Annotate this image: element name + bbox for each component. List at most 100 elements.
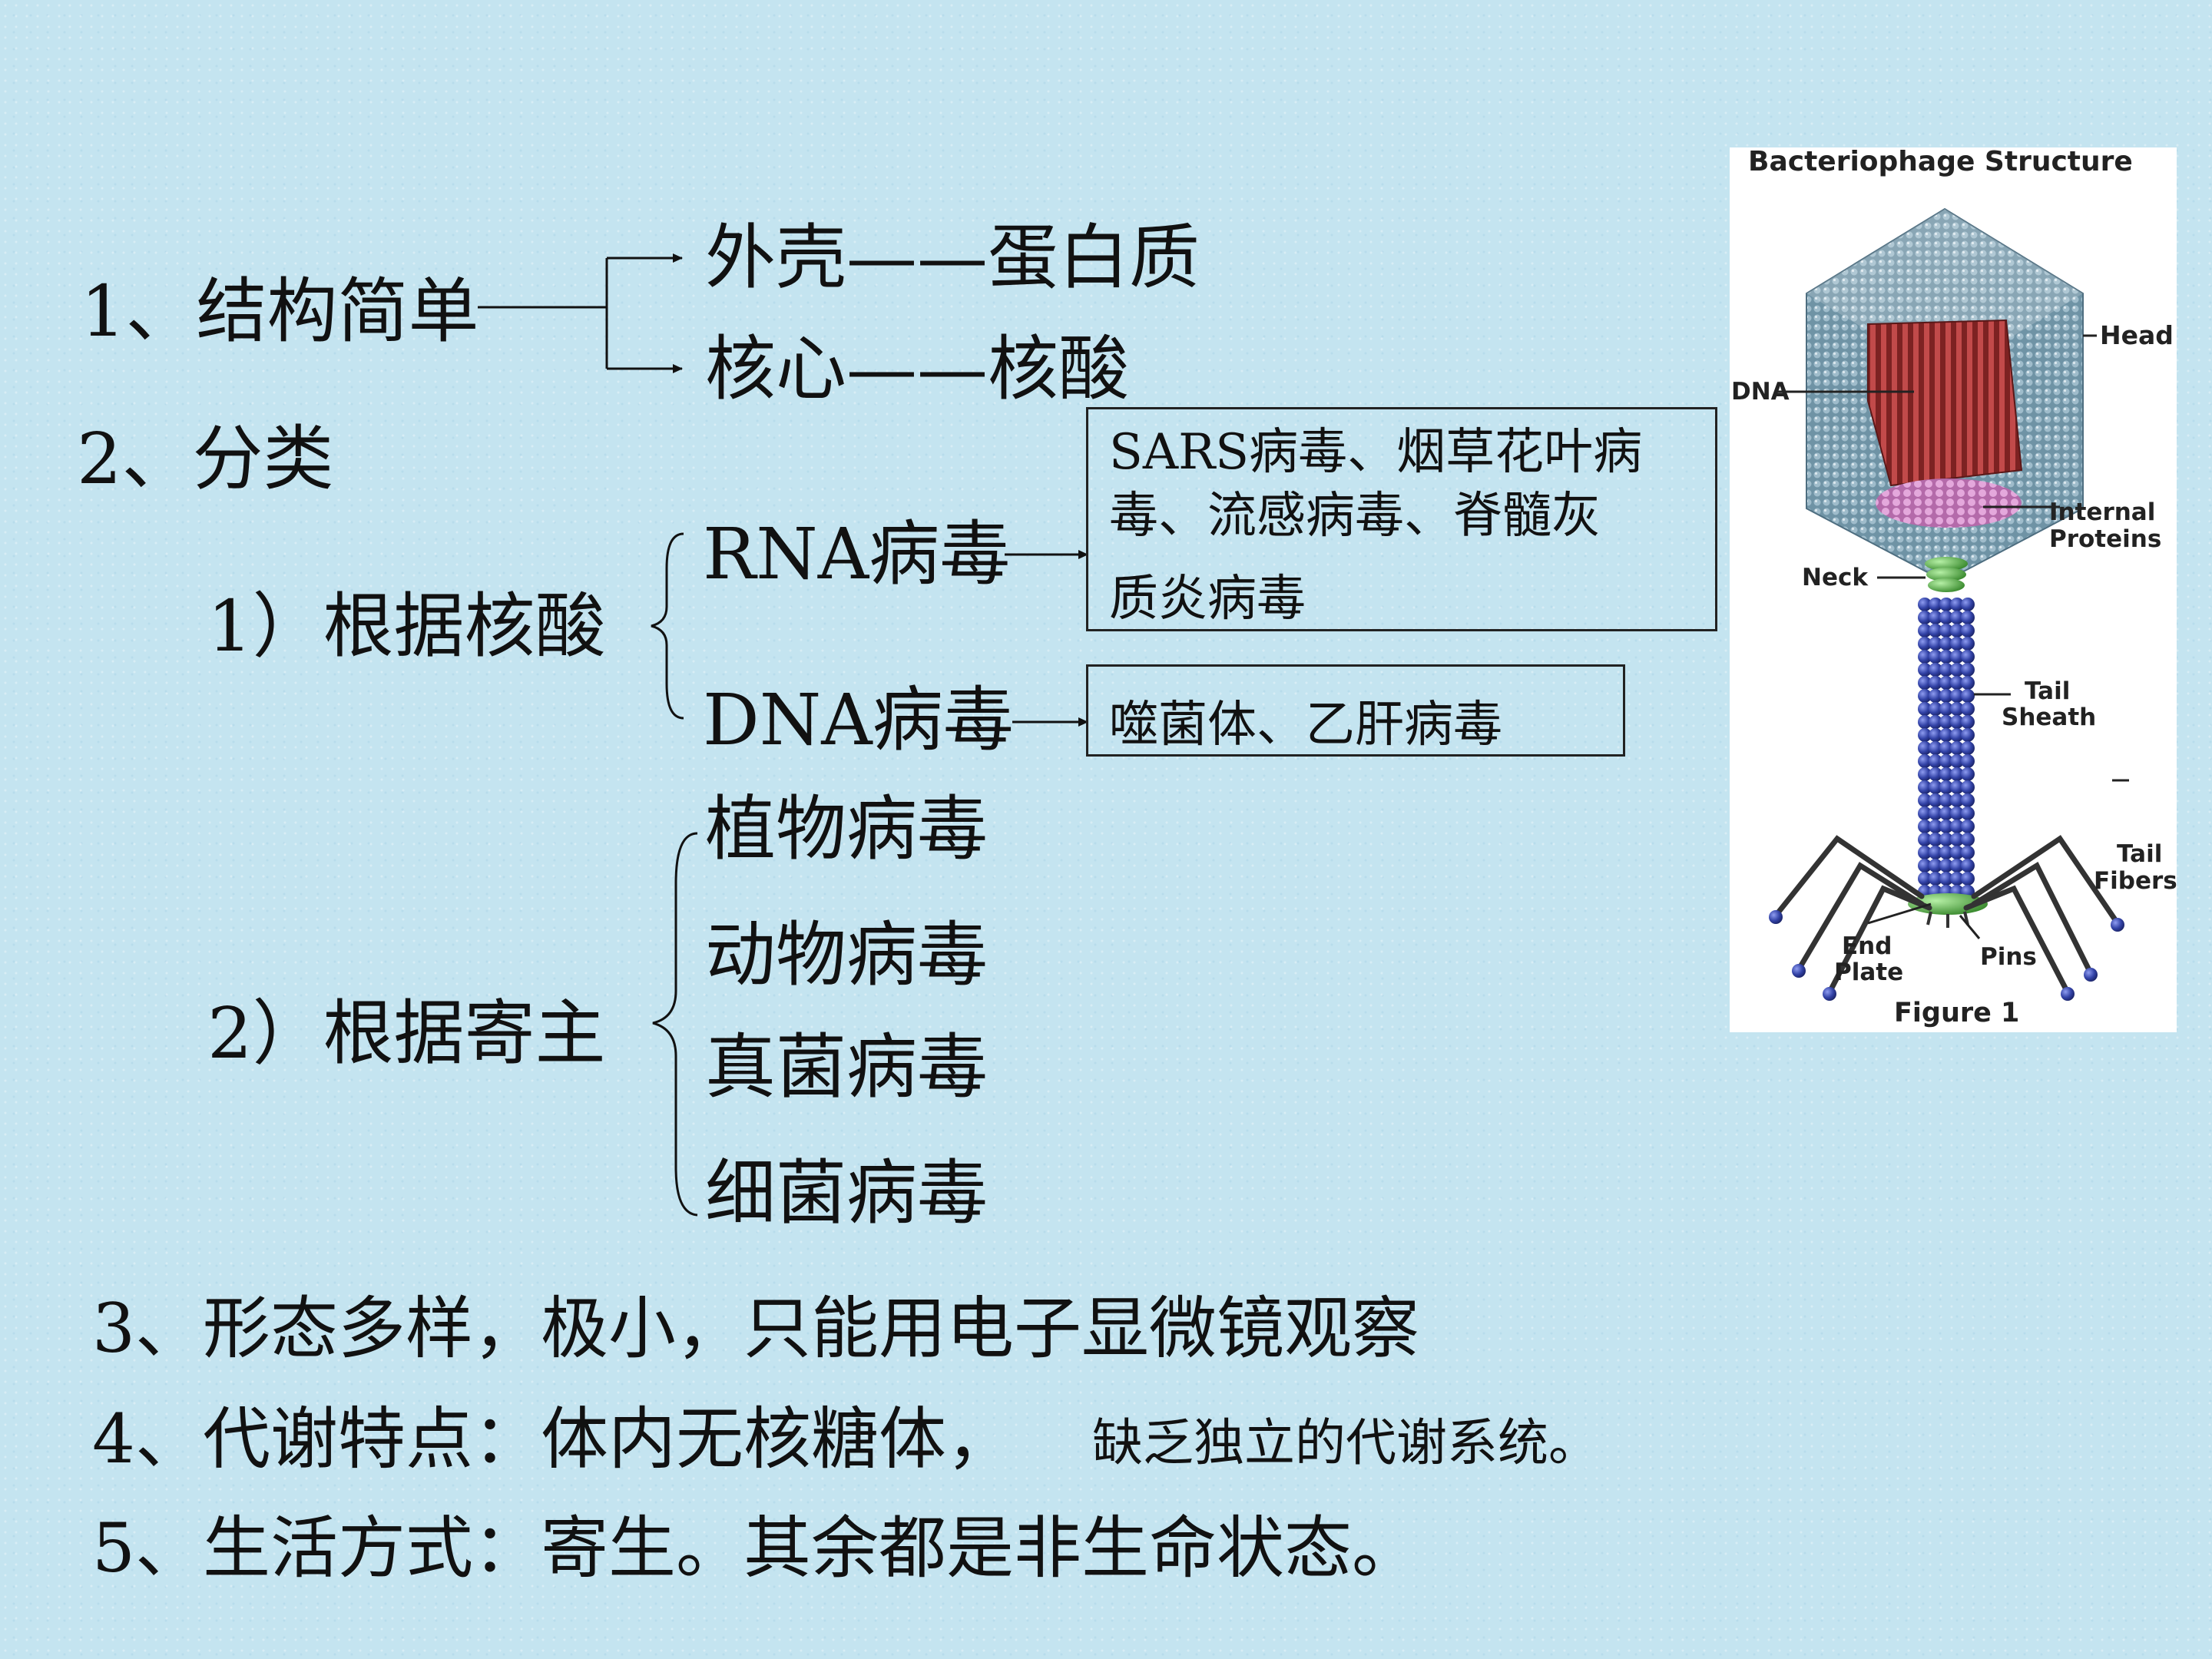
- sheath-bead: [1929, 676, 1942, 690]
- sheath-bead: [1950, 689, 1964, 703]
- sheath-bead: [1961, 689, 1975, 703]
- structure-label: 1、结构简单: [81, 270, 479, 353]
- sheath-bead: [1918, 715, 1932, 729]
- sheath-bead: [1929, 846, 1942, 859]
- nucleic-brace: [651, 532, 684, 720]
- sheath-bead: [1939, 663, 1953, 677]
- sheath-bead: [1950, 702, 1964, 716]
- sheath-bead: [1939, 676, 1953, 690]
- dna-core: [1867, 319, 2023, 487]
- by-host-label: 2）根据寄主: [207, 992, 606, 1075]
- bacteriophage-illustration: Bacteriophage Structure: [1731, 146, 2177, 1028]
- label-internal-1: Internal: [2049, 498, 2155, 526]
- classification-label: 2、分类: [77, 418, 334, 500]
- sheath-bead: [1950, 741, 1964, 755]
- dna-examples-box: [1086, 664, 1625, 757]
- point-5-text: 5、生活方式：寄生。其余都是非生命状态。: [92, 1508, 1419, 1588]
- sheath-bead: [1918, 859, 1932, 873]
- sheath-bead: [1939, 598, 1953, 611]
- sheath-bead: [1918, 741, 1932, 755]
- rna-examples-line-1: SARS病毒、烟草花叶病: [1109, 424, 1643, 481]
- sheath-bead: [1918, 663, 1932, 677]
- point-4-tail-text: 缺乏独立的代谢系统。: [1092, 1413, 1599, 1472]
- sheath-bead: [1950, 872, 1964, 886]
- sheath-bead: [1918, 650, 1932, 664]
- sheath-bead: [1939, 806, 1953, 820]
- sheath-bead: [1939, 650, 1953, 664]
- sheath-bead: [1929, 754, 1942, 768]
- sheath-bead: [1961, 846, 1975, 859]
- sheath-bead: [1961, 872, 1975, 886]
- sheath-bead: [1939, 702, 1953, 716]
- rna-examples-line-3: 质炎病毒: [1109, 571, 1306, 628]
- label-neck: Neck: [1802, 564, 1869, 591]
- label-fibers-1: Tail: [2117, 840, 2162, 868]
- sheath-bead: [1939, 859, 1953, 873]
- label-internal-2: Proteins: [2049, 525, 2161, 553]
- sheath-bead: [1918, 767, 1932, 781]
- rna-examples-box: [1086, 407, 1717, 631]
- by-nucleic-acid-label: 1）根据核酸: [207, 585, 606, 667]
- sheath-bead: [1929, 689, 1942, 703]
- sheath-bead: [1929, 611, 1942, 624]
- sheath-bead: [1950, 754, 1964, 768]
- core-nucleic-text: 核心——核酸: [705, 328, 1130, 410]
- sheath-bead: [1961, 754, 1975, 768]
- sheath-bead: [1918, 702, 1932, 716]
- label-pins: Pins: [1980, 943, 2037, 971]
- sheath-bead: [1918, 820, 1932, 833]
- sheath-bead: [1961, 728, 1975, 742]
- sheath-bead: [1961, 767, 1975, 781]
- point-4-main-text: 4、代谢特点：体内无核糖体，: [92, 1399, 1014, 1479]
- sheath-bead: [1918, 806, 1932, 820]
- sheath-bead: [1961, 650, 1975, 664]
- label-tail-1: Tail: [2025, 677, 2070, 705]
- sheath-bead: [1929, 793, 1942, 807]
- sheath-bead: [1939, 767, 1953, 781]
- sheath-bead: [1961, 637, 1975, 651]
- host-item-plant: 植物病毒: [705, 788, 988, 870]
- sheath-bead: [1929, 820, 1942, 833]
- sheath-bead: [1950, 793, 1964, 807]
- sheath-bead: [1929, 833, 1942, 846]
- sheath-bead: [1929, 872, 1942, 886]
- sheath-bead: [1939, 741, 1953, 755]
- sheath-bead: [1961, 859, 1975, 873]
- sheath-bead: [1950, 598, 1964, 611]
- bacteriophage-figure: Bacteriophage Structure: [1730, 146, 2177, 1032]
- sheath-bead: [1939, 624, 1953, 637]
- label-head: Head: [2100, 320, 2174, 350]
- sheath-bead: [1929, 637, 1942, 651]
- pins: [1926, 911, 1969, 928]
- sheath-bead: [1961, 833, 1975, 846]
- host-item-fungal: 真菌病毒: [705, 1026, 988, 1108]
- sheath-bead: [1961, 793, 1975, 807]
- sheath-bead: [1918, 846, 1932, 859]
- sheath-bead: [1939, 820, 1953, 833]
- sheath-bead: [1918, 676, 1932, 690]
- shell-protein-text: 外壳——蛋白质: [705, 217, 1200, 299]
- sheath-bead: [1961, 611, 1975, 624]
- sheath-bead: [1950, 624, 1964, 637]
- figure-caption: Figure 1: [1894, 998, 2019, 1028]
- sheath-bead: [1918, 754, 1932, 768]
- sheath-bead: [1950, 767, 1964, 781]
- sheath-bead: [1950, 637, 1964, 651]
- host-item-bacterial: 细菌病毒: [705, 1152, 988, 1234]
- sheath-bead: [1939, 715, 1953, 729]
- sheath-bead: [1929, 780, 1942, 794]
- sheath-bead: [1929, 741, 1942, 755]
- sheath-bead: [1961, 715, 1975, 729]
- fiber-tips: [1769, 910, 2124, 1001]
- neck: [1925, 557, 1968, 592]
- sheath-bead: [1929, 859, 1942, 873]
- sheath-bead: [1918, 872, 1932, 886]
- sheath-bead: [1961, 702, 1975, 716]
- sheath-bead: [1950, 663, 1964, 677]
- sheath-bead: [1950, 676, 1964, 690]
- tail-sheath: [1918, 598, 1975, 899]
- figure-title: Bacteriophage Structure: [1748, 147, 2133, 177]
- sheath-bead: [1939, 728, 1953, 742]
- sheath-bead: [1929, 715, 1942, 729]
